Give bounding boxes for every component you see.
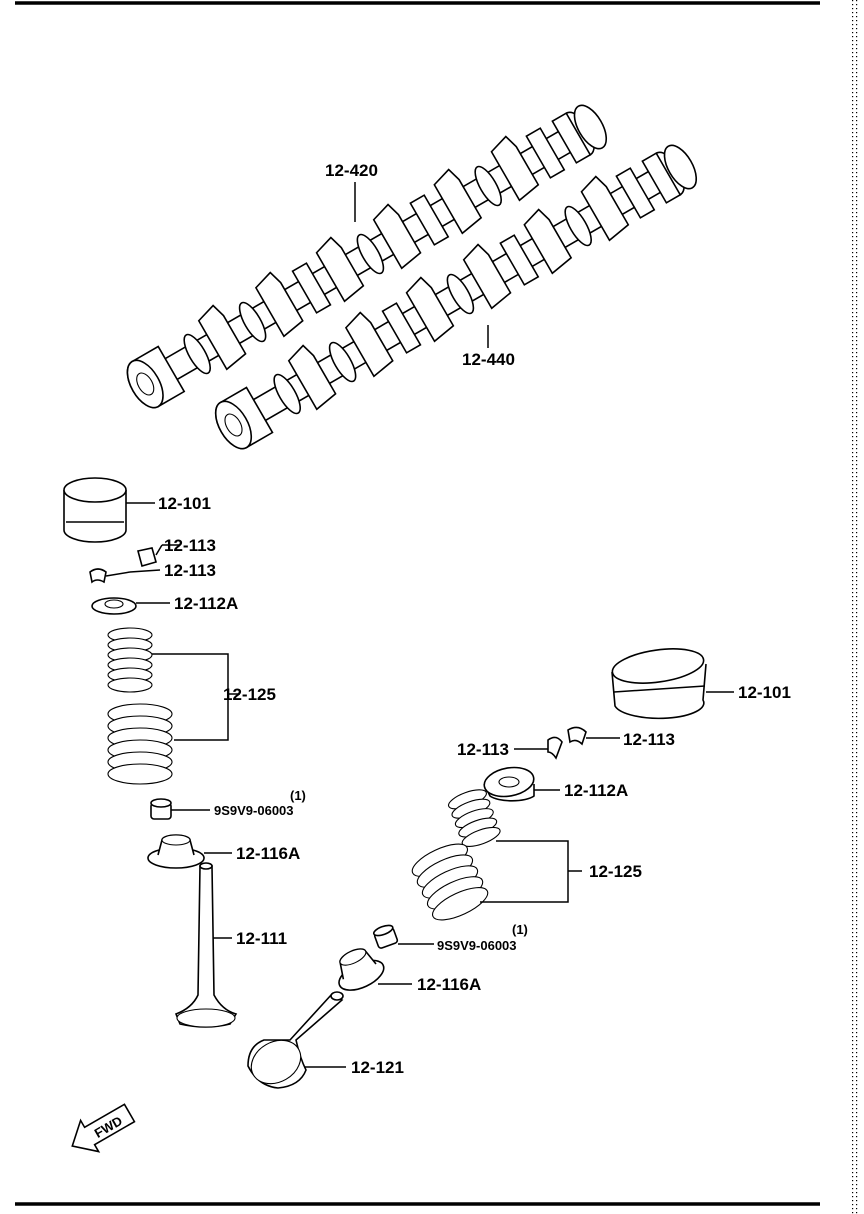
label-spring-right: 12-125 — [589, 862, 642, 881]
retainer-right — [483, 766, 535, 802]
label-keeper-right-b: 12-113 — [457, 740, 509, 759]
label-keeper-left-b: 12-113 — [164, 561, 216, 580]
keeper-left-a — [137, 547, 157, 567]
label-tappet-right: 12-101 — [738, 683, 791, 702]
valve-seal-left — [150, 798, 172, 820]
valve-right — [247, 991, 344, 1089]
label-retainer-right: 12-112A — [564, 781, 628, 800]
bracket-spring-left — [152, 653, 240, 741]
camshaft-lower — [214, 144, 698, 450]
label-seal-left: 9S9V9-06003 — [214, 803, 294, 818]
label-seal-qty-left: (1) — [290, 788, 306, 803]
label-valve-right: 12-121 — [351, 1058, 404, 1077]
label-spring-left: 12-125 — [223, 685, 276, 704]
spring-seat-right — [338, 948, 385, 991]
bracket-spring-right — [480, 840, 582, 903]
keeper-right-b — [547, 736, 563, 760]
tappet-left — [63, 477, 127, 543]
retainer-left — [91, 597, 137, 615]
label-keeper-left-a: 12-113 — [164, 536, 216, 555]
label-seat-right: 12-116A — [417, 975, 481, 994]
label-camshaft-upper: 12-420 — [325, 161, 378, 180]
spring-seat-left — [147, 834, 205, 869]
tappet-right — [611, 648, 707, 720]
label-seal-qty-right: (1) — [512, 922, 528, 937]
spring-right — [411, 789, 501, 921]
valve-seal-right — [372, 924, 399, 949]
valve-left — [174, 862, 238, 1028]
label-keeper-right-a: 12-113 — [623, 730, 675, 749]
label-valve-left: 12-111 — [236, 929, 287, 948]
label-seal-right: 9S9V9-06003 — [437, 938, 517, 953]
binding-strip — [852, 0, 860, 1214]
forward-direction-arrow: FWD — [71, 1103, 136, 1153]
label-retainer-left: 12-112A — [174, 594, 238, 613]
label-tappet-left: 12-101 — [158, 494, 211, 513]
label-camshaft-lower: 12-440 — [462, 350, 515, 369]
keeper-left-b — [89, 568, 107, 584]
spring-left — [107, 627, 173, 785]
camshaft-upper — [126, 104, 608, 409]
keeper-right-a — [567, 726, 587, 746]
label-seat-left: 12-116A — [236, 844, 300, 863]
